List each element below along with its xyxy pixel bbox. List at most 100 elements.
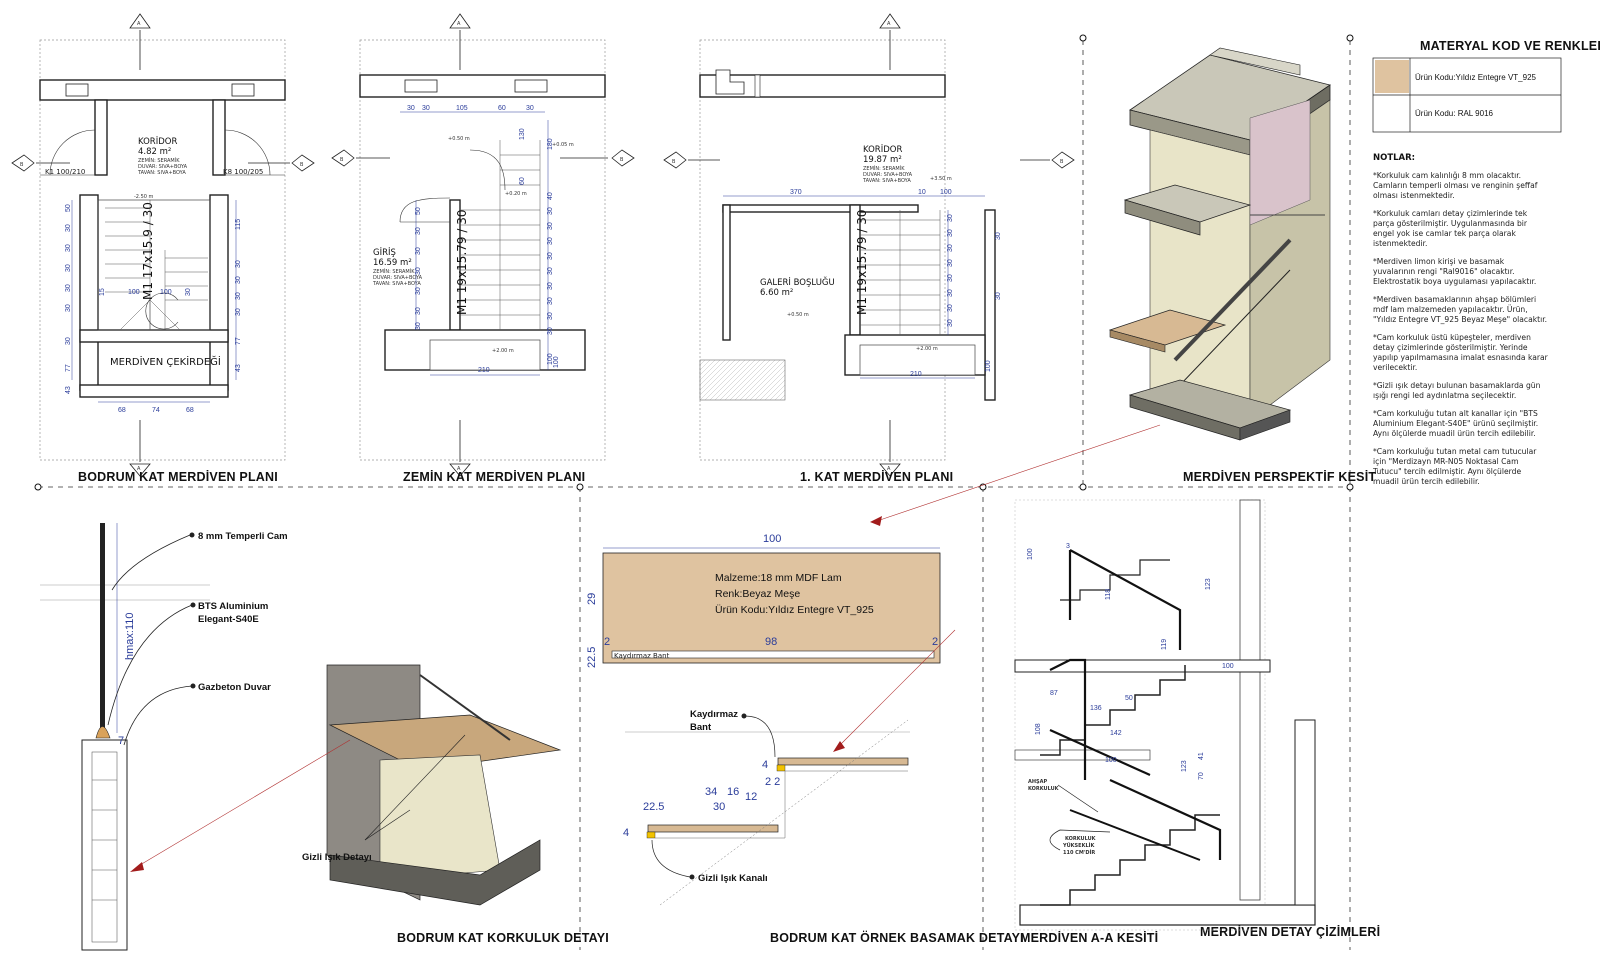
dim-22-5: 22.5 bbox=[586, 647, 598, 668]
section-mark-b-left: B bbox=[663, 151, 720, 169]
room-area: 4.82 m² bbox=[138, 147, 171, 157]
svg-text:30: 30 bbox=[547, 297, 554, 305]
note-line: *Cam korkuluğu tutan alt kanallar için "… bbox=[1373, 409, 1538, 418]
svg-text:60: 60 bbox=[498, 105, 506, 112]
note-line: Camların temperli olması ve renginin şef… bbox=[1373, 181, 1538, 190]
svg-text:370: 370 bbox=[790, 189, 802, 196]
section-mark-b-right: B bbox=[560, 149, 635, 167]
svg-text:30: 30 bbox=[947, 229, 954, 237]
level-tag: -2.50 m bbox=[134, 194, 154, 200]
dim-4: 4 bbox=[762, 759, 768, 771]
svg-text:15: 15 bbox=[99, 288, 106, 296]
svg-text:30: 30 bbox=[65, 224, 72, 232]
section-mark-a-bottom: A bbox=[449, 420, 471, 477]
svg-text:30: 30 bbox=[947, 259, 954, 267]
level-tag: +0.50 m bbox=[787, 312, 809, 318]
svg-text:30: 30 bbox=[415, 307, 422, 315]
svg-text:100: 100 bbox=[1027, 548, 1034, 560]
svg-text:30: 30 bbox=[547, 282, 554, 290]
note-line: Aluminium Elegant-S40E" ürünü seçilmişti… bbox=[1373, 419, 1538, 428]
svg-text:180: 180 bbox=[547, 138, 554, 150]
svg-text:10: 10 bbox=[918, 189, 926, 196]
finish-note: DUVAR: SIVA+BOYA bbox=[373, 275, 423, 281]
svg-text:A: A bbox=[137, 21, 141, 27]
svg-text:43: 43 bbox=[235, 364, 242, 372]
section-mark-b-left: B bbox=[331, 149, 390, 167]
step-detail: 100 Kaydırmaz Bant Malzeme:18 mm MDF Lam… bbox=[586, 533, 956, 906]
room-area: 16.59 m² bbox=[373, 258, 412, 268]
note-line: *Cam korkuluk üstü küpeşteler, merdiven bbox=[1373, 333, 1531, 342]
svg-text:30: 30 bbox=[547, 252, 554, 260]
svg-text:43: 43 bbox=[65, 386, 72, 394]
titles: BODRUM KAT MERDİVEN PLANI ZEMİN KAT MERD… bbox=[78, 469, 1380, 945]
svg-text:123: 123 bbox=[1181, 760, 1188, 772]
svg-text:B: B bbox=[20, 162, 24, 168]
svg-text:50: 50 bbox=[1125, 695, 1133, 702]
title-plan-basement: BODRUM KAT MERDİVEN PLANI bbox=[78, 469, 278, 484]
svg-text:B: B bbox=[620, 157, 624, 163]
svg-text:108: 108 bbox=[1035, 723, 1042, 735]
svg-text:30: 30 bbox=[995, 292, 1002, 300]
svg-text:60: 60 bbox=[519, 177, 526, 185]
label-rail-height: 110 CM'DİR bbox=[1063, 849, 1095, 856]
label-anti-slip: Kaydırmaz bbox=[690, 709, 738, 720]
section-treads bbox=[1040, 559, 1220, 906]
label-rail-height: YÜKSEKLİK bbox=[1062, 842, 1095, 849]
svg-text:30: 30 bbox=[65, 264, 72, 272]
svg-text:30: 30 bbox=[407, 105, 415, 112]
perspective-stair-flight bbox=[1173, 214, 1325, 386]
svg-text:130: 130 bbox=[519, 128, 526, 140]
dim-12: 12 bbox=[745, 791, 757, 803]
svg-text:100: 100 bbox=[553, 356, 560, 368]
svg-text:30: 30 bbox=[547, 327, 554, 335]
svg-text:119: 119 bbox=[1161, 639, 1168, 650]
section-mark-b-left: B bbox=[11, 154, 70, 172]
dim-30: 30 bbox=[713, 801, 725, 813]
svg-text:30: 30 bbox=[422, 105, 430, 112]
dim-16: 16 bbox=[727, 786, 739, 798]
upper-tread bbox=[777, 757, 909, 766]
svg-text:210: 210 bbox=[478, 367, 490, 374]
dim-2: 2 bbox=[604, 636, 610, 648]
note-line: olması istenmektedir. bbox=[1373, 191, 1455, 200]
wood-swatch bbox=[1375, 60, 1409, 93]
svg-text:A: A bbox=[457, 466, 461, 472]
note-line: *Korkuluk cam kalınlığı 8 mm olacaktır. bbox=[1373, 171, 1521, 180]
svg-text:A: A bbox=[887, 466, 891, 472]
svg-text:115: 115 bbox=[235, 219, 242, 230]
white-swatch bbox=[1375, 97, 1409, 130]
label-channel: BTS Aluminium bbox=[198, 601, 268, 612]
svg-text:30: 30 bbox=[547, 312, 554, 320]
section-mark-a-top: A bbox=[449, 13, 471, 70]
svg-text:40: 40 bbox=[547, 192, 554, 200]
note-line: *Cam korkuluğu tutan metal cam tutucular bbox=[1373, 447, 1537, 456]
svg-text:70: 70 bbox=[1198, 772, 1205, 780]
level-tag: +0.50 m bbox=[448, 136, 470, 142]
svg-text:105: 105 bbox=[456, 105, 468, 112]
room-name: KORİDOR bbox=[863, 144, 902, 155]
title-perspective: MERDİVEN PERSPEKTİF KESİT bbox=[1183, 469, 1376, 484]
svg-text:30: 30 bbox=[415, 322, 422, 330]
dim-width: 100 bbox=[763, 533, 781, 545]
svg-text:30: 30 bbox=[526, 105, 534, 112]
svg-text:30: 30 bbox=[947, 214, 954, 222]
dim-98: 98 bbox=[765, 636, 777, 648]
title-step-detail: BODRUM KAT ÖRNEK BASAMAK DETAYI bbox=[770, 930, 1024, 945]
svg-text:A: A bbox=[457, 21, 461, 27]
label-hidden-light: Gizli Işık Detayı bbox=[302, 852, 372, 863]
stair-treads-ground bbox=[460, 140, 541, 330]
svg-text:30: 30 bbox=[65, 304, 72, 312]
plan-first: A A B B bbox=[663, 13, 1075, 477]
dim-hmax: hmax:110 bbox=[124, 613, 136, 661]
svg-text:30: 30 bbox=[185, 288, 192, 296]
label-rail-height: KORKULUK bbox=[1065, 836, 1097, 842]
svg-text:30: 30 bbox=[547, 267, 554, 275]
level-tag: +0.05 m bbox=[552, 142, 574, 148]
label-wall: Gazbeton Duvar bbox=[198, 682, 271, 693]
svg-text:B: B bbox=[672, 159, 676, 165]
svg-text:30: 30 bbox=[235, 292, 242, 300]
finish-note: TAVAN: SIVA+BOYA bbox=[137, 170, 186, 176]
plan-ground: A A B B bbox=[331, 13, 635, 477]
svg-text:3: 3 bbox=[1066, 543, 1070, 550]
